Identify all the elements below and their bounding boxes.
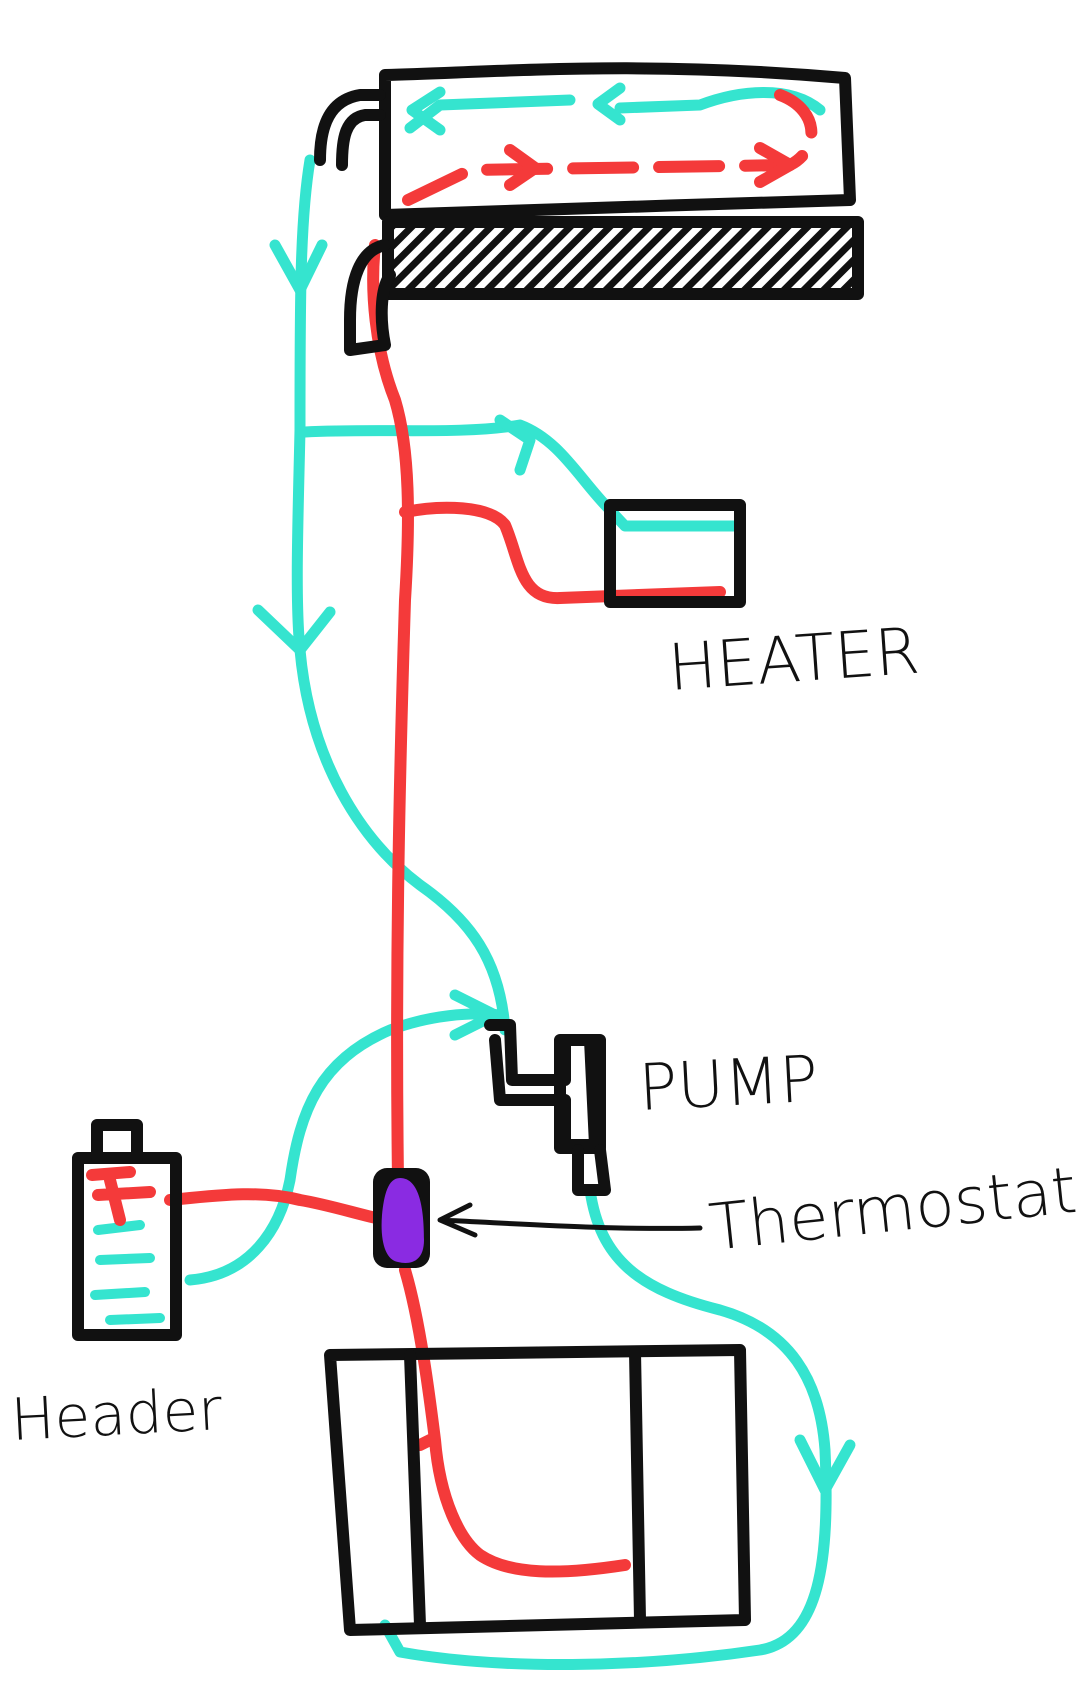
cold-flow-heater-branch	[299, 419, 746, 576]
header-tank-cap	[91, 1119, 143, 1164]
radiator-top-hose	[314, 89, 386, 171]
header-label: Header	[9, 1375, 224, 1454]
heater-label: HEATER	[666, 615, 922, 706]
radiator-bottom-hose	[344, 239, 396, 356]
radiator-core-hatched	[382, 216, 864, 300]
hot-flow-heater-branch	[399, 501, 726, 604]
thermostat-pointer	[437, 1202, 703, 1238]
header-tank	[72, 1152, 182, 1341]
hot-flow-engine-stub	[414, 1434, 436, 1451]
thermostat	[373, 1168, 430, 1268]
thermostat-label: Thermostat	[706, 1154, 1080, 1266]
cold-flow-arrow	[494, 414, 536, 476]
component-outlines	[72, 62, 864, 1636]
radiator	[379, 62, 856, 221]
hot-flow-arrow	[504, 144, 541, 191]
pump-label: PUMP	[637, 1043, 820, 1126]
cold-flow-arrow	[794, 1434, 856, 1496]
engine-block	[324, 1344, 751, 1636]
thermostat-valve	[381, 1178, 424, 1263]
cold-flow-header-feed	[184, 1008, 506, 1286]
hot-flow-header-link	[164, 1188, 391, 1226]
cold-flow-arrow	[449, 989, 501, 1041]
cold-flow-arrow	[406, 86, 446, 136]
cold-flow-arrow	[592, 82, 626, 126]
engine-divider-left	[404, 1349, 426, 1631]
cold-flow-arrow	[269, 239, 328, 296]
hot-flow-arrow	[754, 142, 796, 188]
pump-housing	[554, 1034, 606, 1154]
engine-divider-right	[629, 1346, 646, 1626]
header-coolant-hot-dots	[86, 1166, 156, 1226]
header-coolant-cold-dots	[90, 1220, 165, 1325]
hot-flow-engine-inlet	[399, 1264, 631, 1578]
cold-flow-pump-outlet	[379, 1184, 832, 1671]
pump-outlet-pipe	[572, 1144, 611, 1196]
cold-flow-arrow	[252, 604, 336, 656]
cold-flow-paths	[90, 82, 856, 1671]
heater	[604, 499, 746, 608]
